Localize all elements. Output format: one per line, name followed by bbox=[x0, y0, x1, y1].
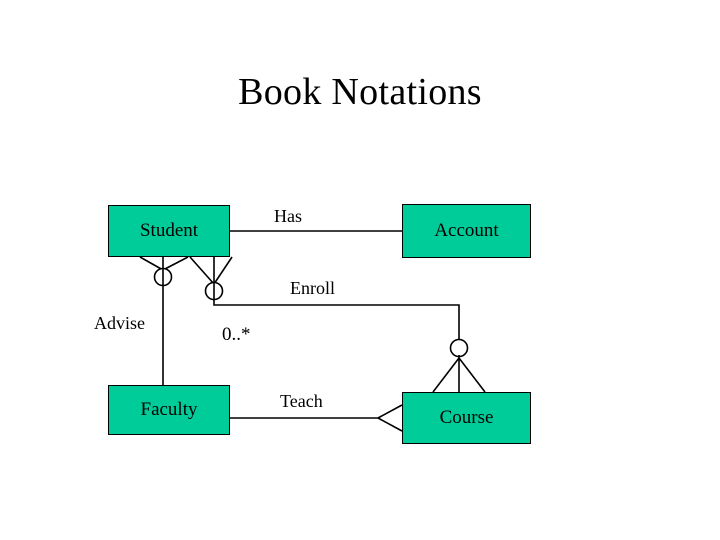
enroll-optional-circle-course bbox=[449, 338, 469, 358]
entity-course-label: Course bbox=[439, 407, 494, 428]
advise-crowsfoot-leg-left bbox=[139, 256, 164, 271]
enroll-crowsfoot-leg-left bbox=[189, 256, 215, 285]
entity-account-label: Account bbox=[434, 220, 499, 241]
entity-student[interactable]: Student bbox=[108, 205, 230, 257]
advise-crowsfoot-leg-right bbox=[162, 256, 189, 271]
enroll-optional-circle-student bbox=[204, 281, 224, 301]
relationship-label-advise: Advise bbox=[94, 313, 145, 333]
teach-crowsfoot-leg-bottom bbox=[377, 417, 403, 432]
multiplicity-enroll: 0..* bbox=[222, 324, 251, 345]
relationship-label-enroll: Enroll bbox=[290, 278, 335, 298]
enroll-crowsfoot-leg-course-right bbox=[458, 357, 486, 393]
entity-account[interactable]: Account bbox=[402, 204, 531, 258]
advise-optional-circle bbox=[153, 267, 173, 287]
entity-student-label: Student bbox=[139, 220, 199, 241]
enroll-connector-path bbox=[213, 257, 460, 341]
enroll-crowsfoot-leg-course-left bbox=[432, 357, 460, 393]
teach-crowsfoot-leg-top bbox=[377, 404, 403, 419]
page-title: Book Notations bbox=[238, 71, 482, 113]
relationship-label-teach: Teach bbox=[280, 391, 323, 411]
entity-course[interactable]: Course bbox=[402, 392, 531, 444]
enroll-crowsfoot-leg-right bbox=[213, 256, 233, 285]
entity-faculty-label: Faculty bbox=[140, 399, 198, 420]
entity-faculty[interactable]: Faculty bbox=[108, 385, 230, 435]
relationship-label-has: Has bbox=[274, 206, 302, 226]
